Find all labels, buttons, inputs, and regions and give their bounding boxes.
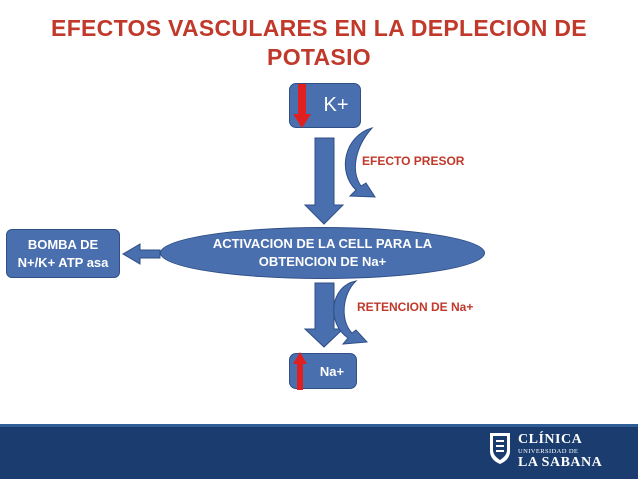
footer-stripe: [0, 424, 638, 427]
activation-node: ACTIVACION DE LA CELL PARA LA OBTENCION …: [160, 227, 485, 279]
down-arrow-activation-to-na: [303, 282, 345, 348]
pump-node: BOMBA DE N+/K+ ATP asa: [6, 229, 120, 278]
left-arrow-activation-to-pump: [122, 243, 161, 265]
shield-logo-icon: [490, 433, 510, 464]
sodium-label: Na+: [319, 363, 345, 379]
logo-line2: UNIVERSIDAD DE: [518, 448, 579, 455]
up-arrow-icon: [293, 352, 307, 390]
curved-arrow-presor: [344, 127, 376, 198]
curved-arrow-retention: [333, 280, 369, 345]
down-arrow-k-to-activation: [303, 137, 345, 225]
pump-label: BOMBA DE N+/K+ ATP asa: [17, 236, 109, 270]
effect-presor-label: EFECTO PRESOR: [362, 154, 465, 168]
down-arrow-icon: [293, 84, 311, 128]
logo-line1: CLÍNICA: [518, 432, 583, 447]
footer-bar: [0, 424, 638, 479]
page-title: EFECTOS VASCULARES EN LA DEPLECION DE PO…: [51, 15, 587, 70]
effect-retention-label: RETENCION DE Na+: [357, 300, 474, 314]
potassium-label: K+: [323, 94, 349, 116]
logo-line3: LA SABANA: [518, 455, 603, 470]
activation-label: ACTIVACION DE LA CELL PARA LA OBTENCION …: [212, 236, 433, 269]
